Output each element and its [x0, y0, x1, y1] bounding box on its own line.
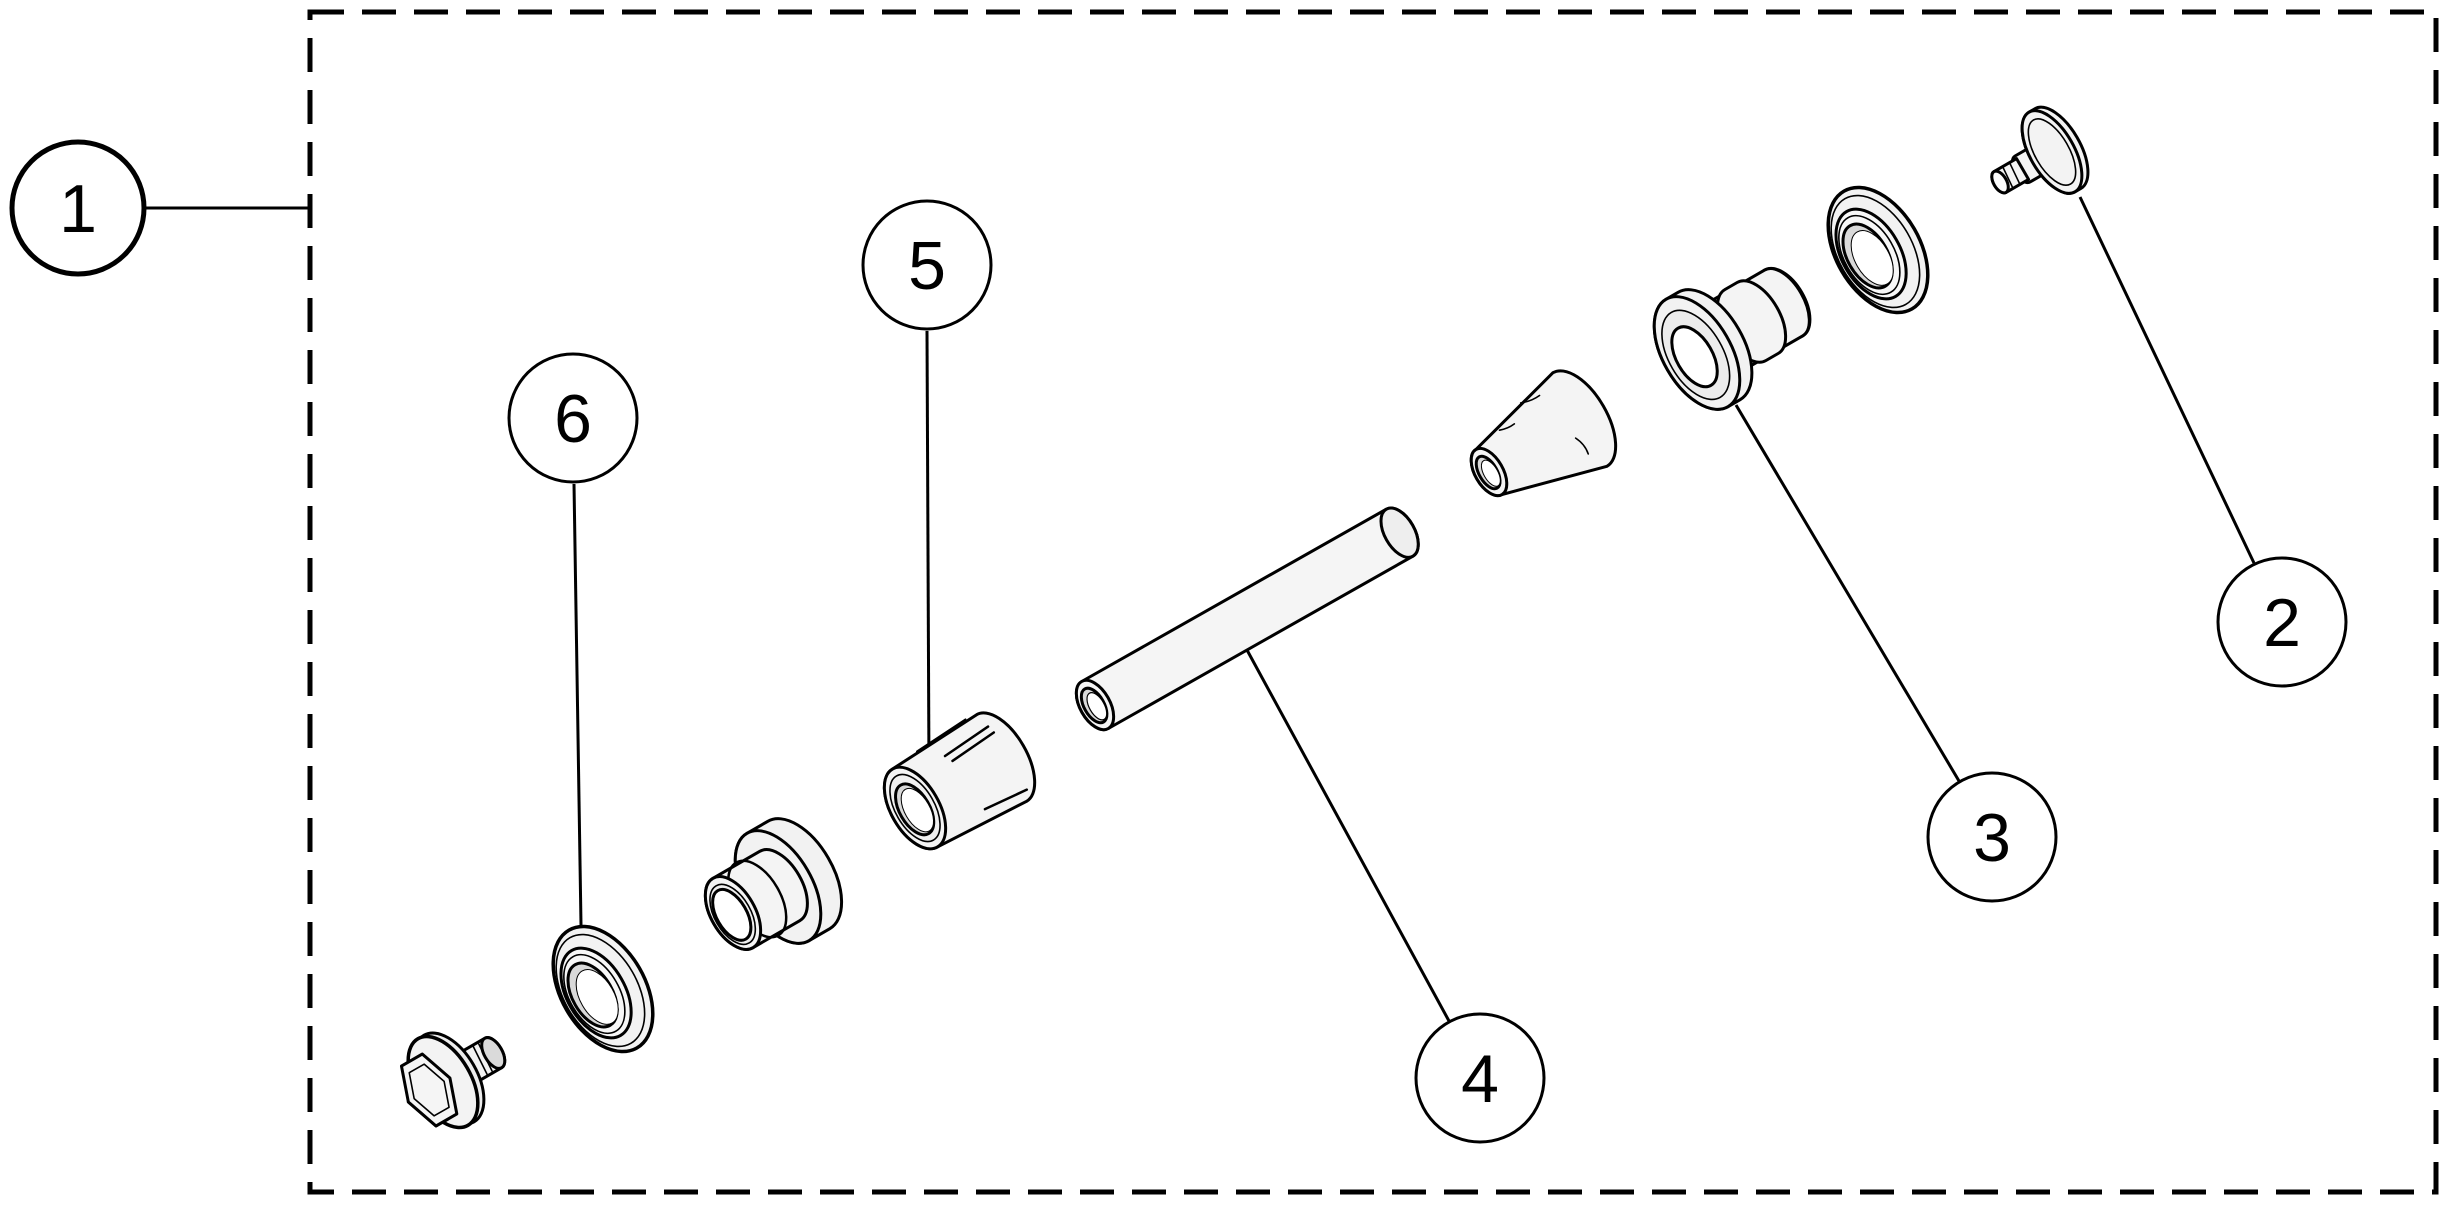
flanged-bushing-right — [1652, 266, 1812, 411]
leader-line-6 — [572, 483, 583, 926]
callout-1: 1 — [9, 139, 147, 277]
flanged-washer-left — [551, 924, 655, 1054]
callout-2-label: 2 — [2263, 585, 2301, 661]
cross-tube — [1074, 506, 1420, 732]
leader-line-5 — [925, 330, 931, 773]
callout-2: 2 — [2216, 556, 2348, 688]
callout-6-label: 6 — [554, 381, 592, 457]
leader-line-4 — [1245, 649, 1451, 1022]
callout-3-label: 3 — [1973, 800, 2011, 876]
hex-flange-bolt — [399, 1031, 507, 1130]
cone-knob-right — [1469, 369, 1618, 498]
callout-5: 5 — [861, 199, 993, 331]
callout-1-label: 1 — [59, 171, 97, 247]
callout-3-circle — [1926, 771, 2058, 903]
knurled-knob-left — [882, 711, 1037, 851]
callout-4-label: 4 — [1461, 1041, 1499, 1117]
callout-6-circle — [507, 352, 639, 484]
callout-4-circle — [1414, 1012, 1546, 1144]
shoulder-pin-right — [1990, 105, 2090, 195]
callout-5-label: 5 — [908, 228, 946, 304]
callout-2-circle — [2216, 556, 2348, 688]
callout-3: 3 — [1926, 771, 2058, 903]
assembly-boundary — [307, 9, 2439, 1195]
callout-4: 4 — [1414, 1012, 1546, 1144]
leader-line-2 — [2078, 196, 2256, 564]
callout-1-circle — [9, 139, 147, 277]
flanged-washer-right — [1826, 185, 1930, 315]
leader-line-3 — [1734, 404, 1961, 782]
callout-6: 6 — [507, 352, 639, 484]
stepped-bushing-left — [703, 817, 844, 951]
callout-5-circle — [861, 199, 993, 331]
